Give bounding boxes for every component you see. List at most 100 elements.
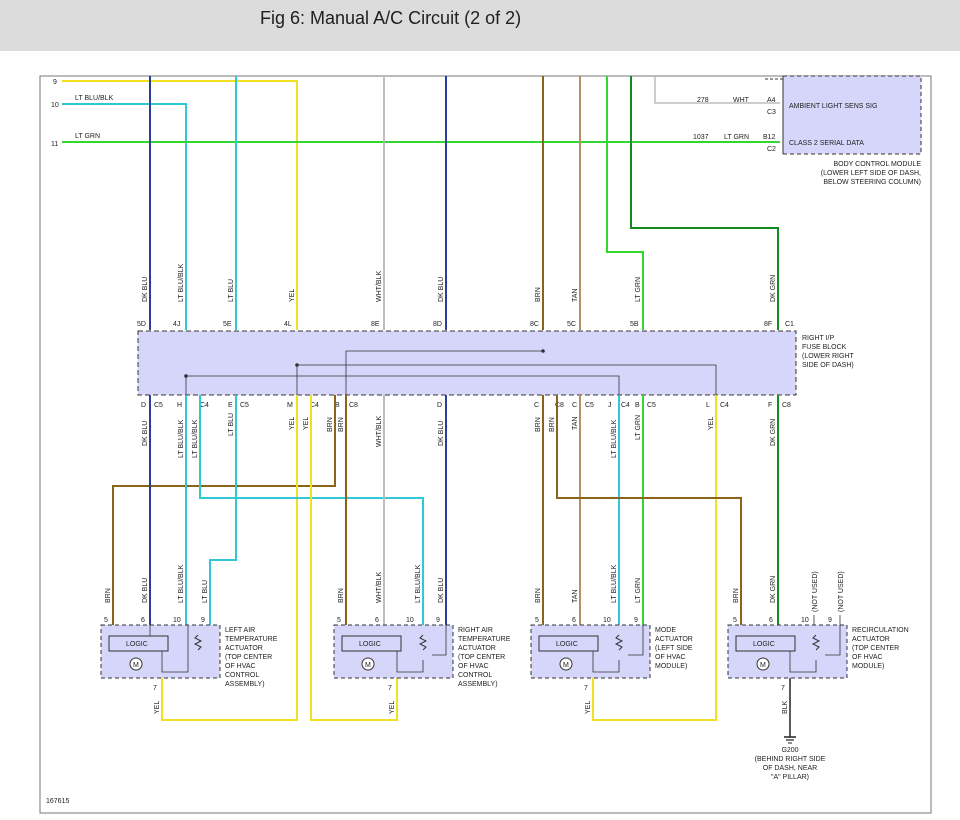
bcm-pin-c2: C2 xyxy=(767,146,776,153)
actuator-wire-label: (NOT USED) xyxy=(812,571,819,612)
actuator-wire-label: BRN xyxy=(105,588,112,603)
actuator-caption: ACTUATOR xyxy=(458,645,496,652)
fuse-top-pin: 8E xyxy=(371,321,380,328)
actuator-wire-label: YEL xyxy=(585,701,592,714)
motor-label: M xyxy=(133,662,139,669)
wire-brn-recirc xyxy=(556,395,742,625)
fuse-bottom-pin: J xyxy=(608,402,612,409)
actuator-pin: 7 xyxy=(781,685,785,692)
ground-g200: G200 (BEHIND RIGHT SIDE OF DASH, NEAR "A… xyxy=(755,736,826,781)
fuse-bottom-wire-label: DK BLU xyxy=(438,421,445,446)
pot-wiring xyxy=(825,625,841,656)
fuse-top-pin: 5E xyxy=(223,321,232,328)
actuator-pin: 6 xyxy=(769,617,773,624)
ground-caption: (BEHIND RIGHT SIDE xyxy=(755,756,826,763)
fuse-bottom-pin: D xyxy=(437,402,442,409)
fuse-bottom-pin: L xyxy=(706,402,710,409)
actuator-recirculation: BRN DK GRN (NOT USED) (NOT USED) 5 6 10 … xyxy=(727,571,909,714)
potentiometer-icon xyxy=(193,634,203,651)
ground-caption: OF DASH, NEAR xyxy=(763,765,817,772)
actuator-wire-label: WHT/BLK xyxy=(376,572,383,603)
fuse-caption-4: SIDE OF DASH) xyxy=(802,362,854,369)
logic-label: LOGIC xyxy=(556,641,578,648)
actuator-caption: ASSEMBLY) xyxy=(458,681,498,688)
actuator-right-air-temp: BRN WHT/BLK LT BLU/BLK DK BLU 5 6 10 9 L… xyxy=(333,564,511,714)
fuse-bottom-pins: D C5 H C4 E C5 M C4 B C8 D C C8 C C5 J C… xyxy=(141,402,791,409)
actuator-caption: ASSEMBLY) xyxy=(225,681,265,688)
motor-icon xyxy=(129,657,143,671)
bcm-signal-1: AMBIENT LIGHT SENS SIG xyxy=(789,103,877,110)
fuse-bottom-pin: M xyxy=(287,402,293,409)
fuse-bottom-wire-label: YEL xyxy=(708,417,715,430)
potentiometer-icon xyxy=(418,634,428,651)
fuse-bus-yel xyxy=(296,364,717,395)
fuse-internal-lines xyxy=(185,350,717,395)
bcm-pin-c3: C3 xyxy=(767,109,776,116)
actuator-pin: 9 xyxy=(201,617,205,624)
actuator-caption: RECIRCULATION xyxy=(852,627,909,634)
bcm-color-ltgrn: LT GRN xyxy=(724,134,749,141)
actuator-pin: 9 xyxy=(436,617,440,624)
actuator-pin: 5 xyxy=(733,617,737,624)
potentiometer-icon xyxy=(811,634,821,651)
fuse-top-wire-label: BRN xyxy=(535,287,542,302)
actuator-pin: 10 xyxy=(173,617,181,624)
bcm-caption-3: BELOW STEERING COLUMN) xyxy=(823,179,921,186)
bcm-caption-2: (LOWER LEFT SIDE OF DASH, xyxy=(821,170,921,177)
left-circuit-9: 9 xyxy=(53,79,57,86)
left-circuit-11-label: LT GRN xyxy=(75,133,100,140)
actuator-pin: 5 xyxy=(104,617,108,624)
fuse-top-wire-label: LT GRN xyxy=(635,277,642,302)
wire-yel-rat xyxy=(310,395,398,721)
fuse-bottom-pin: C5 xyxy=(240,402,249,409)
actuator-wire-label: LT BLU/BLK xyxy=(178,564,185,603)
fuse-top-pin: C1 xyxy=(785,321,794,328)
actuator-caption: OF HVAC xyxy=(852,654,883,661)
actuator-wire-label: (NOT USED) xyxy=(838,571,845,612)
fuse-top-pin: 8D xyxy=(433,321,442,328)
fuse-bottom-pin: C5 xyxy=(585,402,594,409)
figure-id: 167615 xyxy=(46,798,69,805)
fuse-bottom-wire-label: WHT/BLK xyxy=(376,416,383,447)
fuse-block xyxy=(137,330,797,396)
fuse-bottom-wire-label: BRN xyxy=(338,417,345,432)
fuse-bottom-pin: H xyxy=(177,402,182,409)
actuator-wire-label: BLK xyxy=(782,700,789,714)
wire-ltblubk-10 xyxy=(62,103,187,330)
wire-brn-lat xyxy=(112,395,336,625)
pot-wiring xyxy=(432,625,447,656)
fuse-top-pin: 4J xyxy=(173,321,180,328)
fuse-bottom-wire-label: LT GRN xyxy=(635,415,642,440)
fuse-bus-brn xyxy=(345,350,543,395)
actuator-pin: 5 xyxy=(337,617,341,624)
actuator-pin: 5 xyxy=(535,617,539,624)
actuator-internal-wire xyxy=(789,651,817,673)
fuse-bottom-pin: C4 xyxy=(200,402,209,409)
logic-box xyxy=(341,635,402,652)
connection-dots xyxy=(184,349,545,378)
actuator-caption: TEMPERATURE xyxy=(458,636,511,643)
wire-yel-mode xyxy=(592,395,717,721)
motor-label: M xyxy=(563,662,569,669)
actuator-wire-label: LT GRN xyxy=(635,578,642,603)
logic-label: LOGIC xyxy=(753,641,775,648)
potentiometer-icon xyxy=(614,634,624,651)
fuse-bottom-wire-label: YEL xyxy=(303,417,310,430)
actuator-wire-label: YEL xyxy=(389,701,396,714)
fuse-top-pin: 5C xyxy=(567,321,576,328)
actuator-caption: MODULE) xyxy=(852,663,884,670)
fuse-bottom-wire-label: DK BLU xyxy=(142,421,149,446)
fuse-top-pin: 5B xyxy=(630,321,639,328)
actuator-pin: 6 xyxy=(375,617,379,624)
actuator-wire-label: BRN xyxy=(535,588,542,603)
fuse-bottom-wire-label: LT BLU/BLK xyxy=(611,419,618,458)
fuse-bottom-wire-label: LT BLU/BLK xyxy=(178,419,185,458)
left-circuit-11: 11 xyxy=(51,141,58,148)
fuse-bottom-wire-label: BRN xyxy=(549,417,556,432)
ground-caption: "A" PILLAR) xyxy=(771,774,809,781)
fuse-top-pin: 5D xyxy=(137,321,146,328)
actuator-caption: OF HVAC xyxy=(458,663,489,670)
actuator-internal-wire xyxy=(592,651,620,673)
fuse-bottom-pin: D xyxy=(141,402,146,409)
